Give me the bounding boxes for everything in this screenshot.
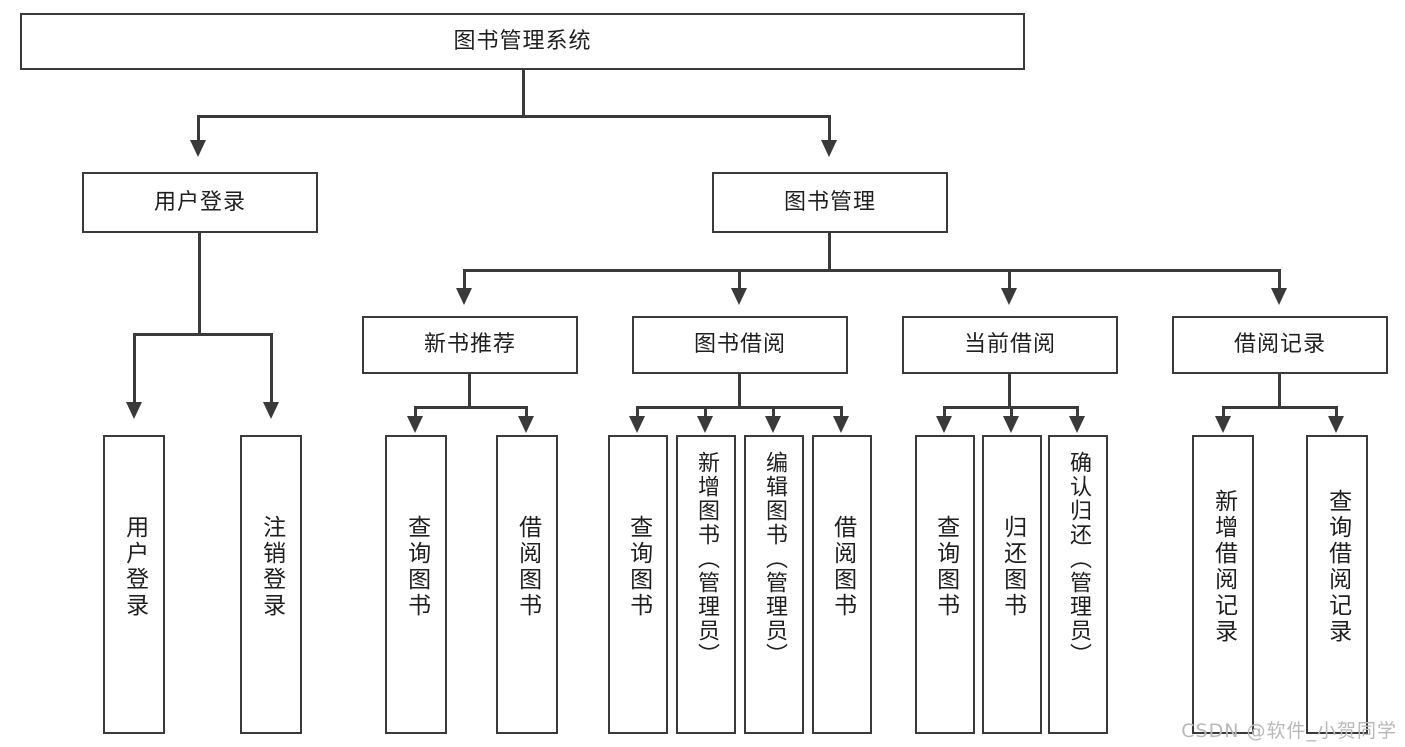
- connector-current-borrow-drop-2: [1010, 406, 1013, 420]
- arrowhead-leaf-add-record: [1215, 416, 1231, 433]
- node-book-management-label: 图书管理: [783, 189, 876, 215]
- connector-user-login-drop-2: [270, 333, 273, 405]
- connector-root-bus: [197, 115, 831, 118]
- connector-book-borrow-bus: [636, 406, 842, 409]
- connector-borrow-record-bus: [1222, 406, 1338, 409]
- arrowhead-leaf-logout: [263, 402, 279, 419]
- connector-current-borrow-stem: [1008, 374, 1011, 408]
- connector-new-book-rec-drop-1: [414, 406, 417, 420]
- connector-user-login-stem: [198, 233, 201, 335]
- leaf-query-book-borrow-label: 查询图书: [625, 515, 652, 619]
- connector-book-borrow-stem: [738, 374, 741, 408]
- connector-current-borrow-drop-3: [1076, 406, 1079, 420]
- watermark: CSDN @软件_小贺同学: [1181, 720, 1397, 742]
- connector-borrow-record-drop-2: [1335, 406, 1338, 420]
- arrowhead-leaf-query-book-1: [407, 416, 423, 433]
- connector-to-new-book-rec: [463, 269, 466, 291]
- leaf-query-borrow-record[interactable]: 查询借阅记录: [1306, 435, 1368, 734]
- node-book-management[interactable]: 图书管理: [712, 172, 948, 233]
- arrowhead-leaf-query-record: [1328, 416, 1344, 433]
- connector-new-book-rec-bus: [414, 406, 528, 409]
- node-root-label: 图书管理系统: [453, 28, 592, 54]
- leaf-query-book-new-rec[interactable]: 查询图书: [385, 435, 447, 734]
- leaf-query-book-borrow[interactable]: 查询图书: [608, 435, 668, 734]
- leaf-logout-label: 注销登录: [258, 515, 285, 619]
- node-root[interactable]: 图书管理系统: [20, 13, 1025, 70]
- arrowhead-leaf-confirm-return: [1069, 416, 1085, 433]
- leaf-logout[interactable]: 注销登录: [240, 435, 302, 734]
- leaf-query-book-current-label: 查询图书: [932, 515, 959, 619]
- arrowhead-leaf-user-login: [126, 402, 142, 419]
- connector-book-borrow-drop-4: [840, 406, 843, 420]
- connector-borrow-record-drop-1: [1222, 406, 1225, 420]
- node-book-borrow[interactable]: 图书借阅: [632, 316, 848, 374]
- arrowhead-borrow-record: [1271, 288, 1287, 305]
- arrowhead-book-borrow: [731, 288, 747, 305]
- node-borrow-record[interactable]: 借阅记录: [1172, 316, 1388, 374]
- leaf-add-book-label: 新增图书（管理员）: [693, 451, 719, 667]
- connector-to-current-borrow: [1008, 269, 1011, 291]
- arrowhead-leaf-query-book-3: [936, 416, 952, 433]
- leaf-user-login-label: 用户登录: [121, 515, 148, 619]
- connector-to-book-borrow: [738, 269, 741, 291]
- arrowhead-leaf-return-book: [1003, 416, 1019, 433]
- leaf-borrow-book-label: 借阅图书: [829, 515, 856, 619]
- connector-current-borrow-drop-1: [943, 406, 946, 420]
- connector-user-login-drop-1: [133, 333, 136, 405]
- node-current-borrow-label: 当前借阅: [963, 332, 1056, 358]
- arrowhead-leaf-edit-book: [765, 416, 781, 433]
- node-book-borrow-label: 图书借阅: [693, 332, 786, 358]
- connector-root-to-book-mgmt: [828, 115, 831, 143]
- arrowhead-current-borrow: [1001, 288, 1017, 305]
- leaf-return-book[interactable]: 归还图书: [982, 435, 1042, 734]
- leaf-borrow-book-new-rec-label: 借阅图书: [514, 515, 541, 619]
- leaf-add-borrow-record[interactable]: 新增借阅记录: [1192, 435, 1254, 734]
- arrowhead-new-book-rec: [456, 288, 472, 305]
- leaf-query-borrow-record-label: 查询借阅记录: [1324, 489, 1351, 645]
- leaf-add-borrow-record-label: 新增借阅记录: [1210, 489, 1237, 645]
- connector-level2-bus: [463, 269, 1281, 272]
- connector-book-borrow-drop-2: [704, 406, 707, 420]
- leaf-confirm-return[interactable]: 确认归还（管理员）: [1048, 435, 1108, 734]
- leaf-return-book-label: 归还图书: [999, 515, 1026, 619]
- node-borrow-record-label: 借阅记录: [1233, 332, 1326, 358]
- connector-new-book-rec-drop-2: [525, 406, 528, 420]
- connector-to-borrow-record: [1278, 269, 1281, 291]
- leaf-user-login[interactable]: 用户登录: [103, 435, 165, 734]
- node-user-login[interactable]: 用户登录: [82, 172, 318, 233]
- connector-new-book-rec-stem: [468, 374, 471, 408]
- leaf-borrow-book[interactable]: 借阅图书: [812, 435, 872, 734]
- leaf-add-book[interactable]: 新增图书（管理员）: [676, 435, 736, 734]
- connector-borrow-record-stem: [1278, 374, 1281, 408]
- arrowhead-leaf-borrow-book-2: [833, 416, 849, 433]
- node-user-login-label: 用户登录: [153, 189, 246, 215]
- leaf-borrow-book-new-rec[interactable]: 借阅图书: [496, 435, 558, 734]
- leaf-edit-book-label: 编辑图书（管理员）: [761, 451, 787, 667]
- node-current-borrow[interactable]: 当前借阅: [902, 316, 1118, 374]
- leaf-query-book-current[interactable]: 查询图书: [915, 435, 975, 734]
- leaf-confirm-return-label: 确认归还（管理员）: [1065, 451, 1091, 667]
- connector-book-borrow-drop-3: [772, 406, 775, 420]
- connector-user-login-bus: [133, 333, 273, 336]
- connector-root-to-user-login: [197, 115, 200, 143]
- leaf-query-book-new-rec-label: 查询图书: [403, 515, 430, 619]
- arrowhead-leaf-query-book-2: [629, 416, 645, 433]
- arrowhead-leaf-borrow-book-1: [518, 416, 534, 433]
- connector-root-stem: [522, 70, 525, 115]
- connector-book-borrow-drop-1: [636, 406, 639, 420]
- arrowhead-leaf-add-book: [697, 416, 713, 433]
- leaf-edit-book[interactable]: 编辑图书（管理员）: [744, 435, 804, 734]
- node-new-book-recommend[interactable]: 新书推荐: [362, 316, 578, 374]
- node-new-book-recommend-label: 新书推荐: [423, 332, 516, 358]
- connector-book-mgmt-stem: [828, 233, 831, 271]
- arrowhead-book-mgmt: [821, 140, 837, 157]
- arrowhead-user-login: [190, 140, 206, 157]
